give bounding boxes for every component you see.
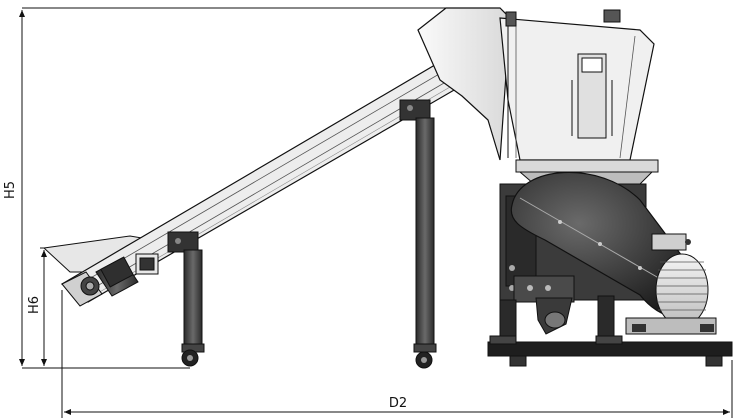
foot-right [705, 355, 723, 367]
h6-label: H6 [27, 296, 42, 314]
hopper-flange [515, 159, 659, 173]
conveyor-drive-motor [80, 256, 139, 297]
conveyor-front-leg [167, 231, 205, 367]
conveyor [42, 61, 470, 307]
base-frame [487, 295, 733, 367]
electric-motor [625, 233, 717, 335]
feed-hopper [417, 7, 659, 185]
d2-label: D2 [389, 396, 407, 411]
dimension-h5: H5 [3, 7, 450, 369]
dimension-d2: D2 [61, 290, 733, 418]
conveyor-rear-leg [399, 99, 437, 369]
foot-left [509, 355, 527, 367]
h5-label: H5 [3, 181, 18, 199]
